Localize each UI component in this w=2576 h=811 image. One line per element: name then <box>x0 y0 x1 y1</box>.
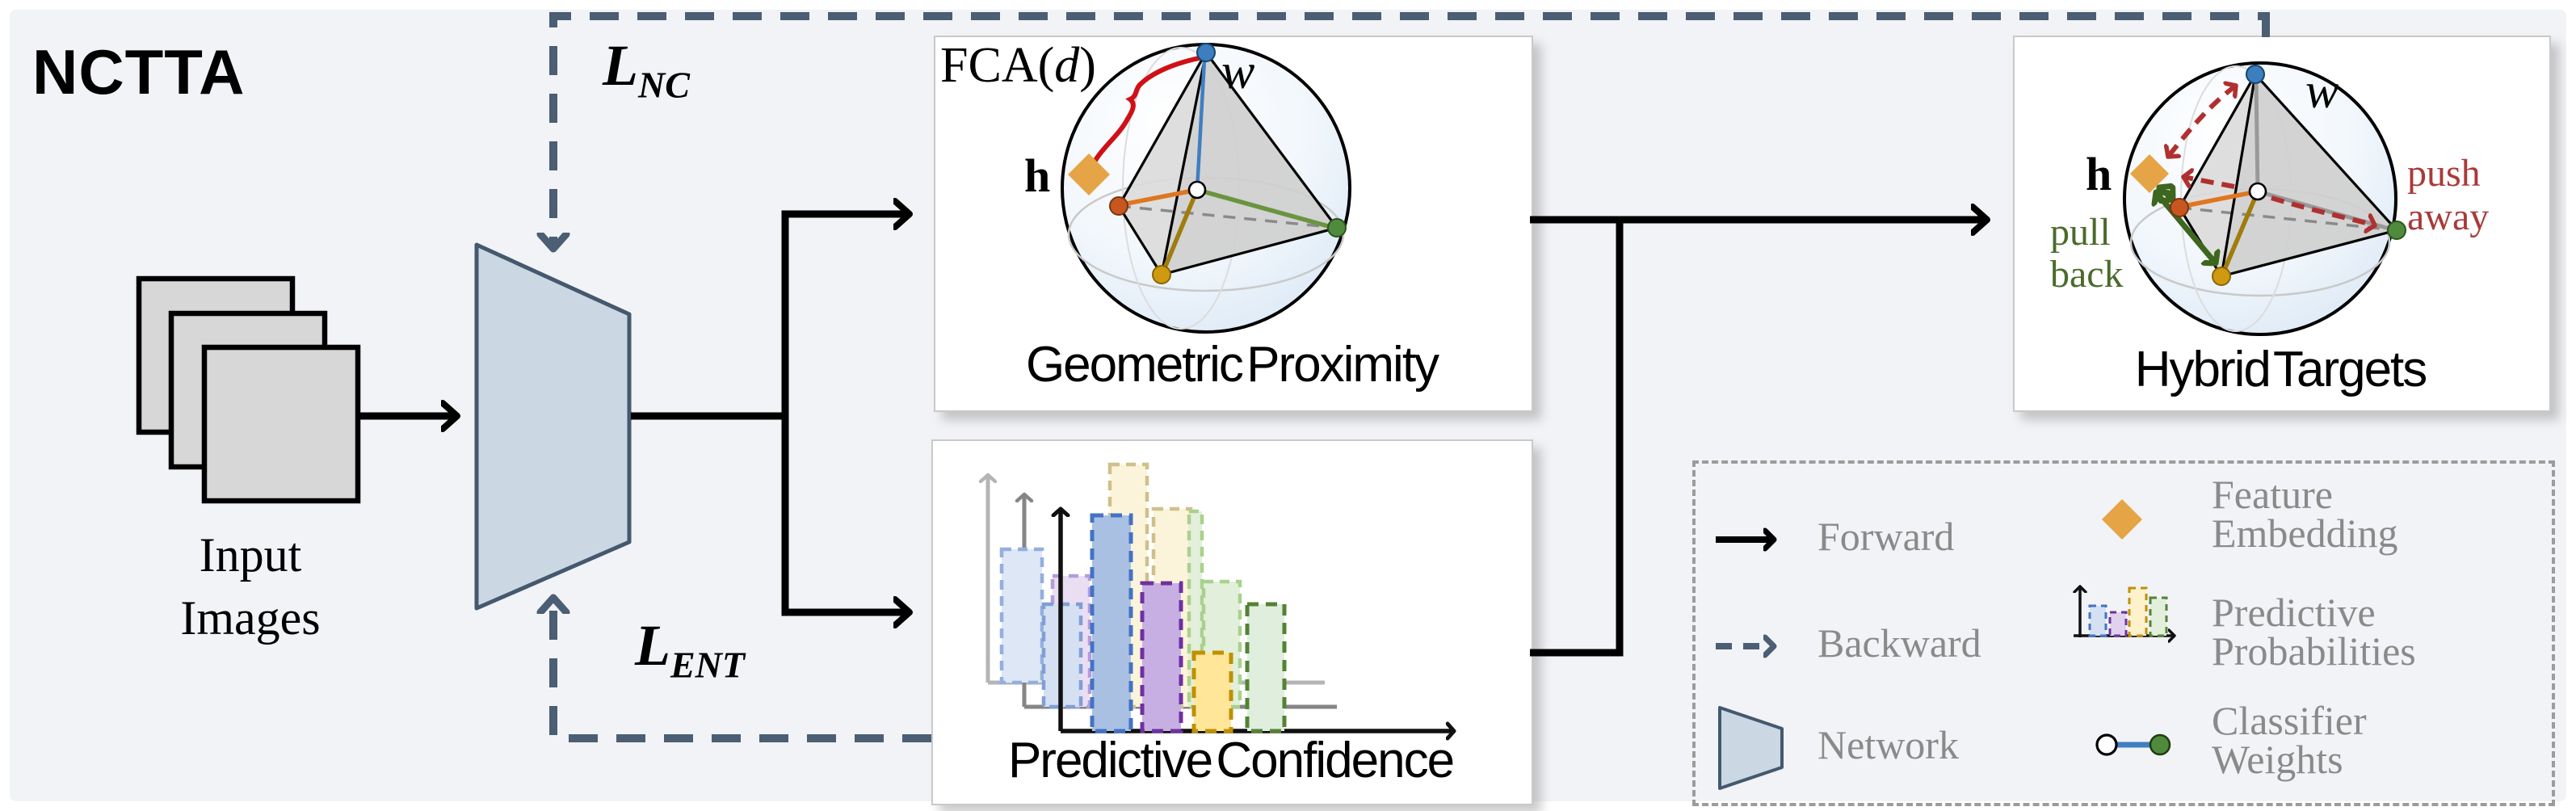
legend-icons <box>1716 499 2175 790</box>
predictive-confidence-plot <box>988 462 1454 733</box>
ht-h-label: h <box>2086 148 2112 200</box>
input-label-line1: Input <box>199 528 302 582</box>
classifier-weights-icon <box>2095 733 2171 756</box>
weight-spoke-orange <box>1122 187 1198 207</box>
simplex-center-dot <box>1187 180 1207 200</box>
simplex-face-right <box>1162 53 1337 275</box>
legend-probabilities-label: Predictive Probabilities <box>2212 590 2416 674</box>
classifier-dot-orange <box>1109 196 1128 216</box>
weight-spoke-green <box>1196 187 1332 229</box>
page-title: NCTTA <box>32 36 246 107</box>
hybrid-caption: Hybrid Targets <box>2134 342 2428 397</box>
predictive-probabilities-icon <box>2074 586 2175 637</box>
classifier-dot-green <box>2387 221 2406 240</box>
legend-weights-label: Classifier Weights <box>2212 698 2367 782</box>
push-away-label: push away <box>2407 152 2489 239</box>
legend-forward-label: Forward <box>1817 514 1955 559</box>
pull-line1: pull <box>2050 211 2111 254</box>
forward-connectors <box>359 214 1987 657</box>
legend-prob-line1: Predictive <box>2212 590 2376 635</box>
legend-feature-line2: Embedding <box>2212 511 2398 556</box>
gp-h-label: h <box>1024 149 1051 202</box>
weight-spoke-gold <box>2221 190 2260 273</box>
classifier-dot-gold <box>2212 267 2231 286</box>
loss-ent-label: LENT <box>635 612 745 683</box>
backward-path-lnc <box>553 12 2270 249</box>
weight-spoke-blue <box>1195 59 1207 191</box>
weight-spoke-gold <box>1162 188 1200 271</box>
input-image-front <box>201 344 361 504</box>
fca-distance-brace <box>1090 56 1201 168</box>
loss-nc-label: LNC <box>603 32 690 103</box>
gp-w-label: w <box>1221 44 1255 99</box>
pull-back-arrows <box>2156 187 2216 263</box>
line-confidence-merge <box>1530 220 1624 657</box>
fca-label: FCA(d) <box>940 37 1096 95</box>
geometric-caption: Geometric Proximity <box>1025 337 1439 393</box>
simplex-face-left <box>1119 53 1206 275</box>
loss-nc-sub: NC <box>637 64 690 106</box>
classifier-dot-green <box>1327 218 1347 237</box>
push-line2: away <box>2407 195 2490 238</box>
weight-spoke-blue-gray <box>2254 80 2260 192</box>
loss-ent-main: L <box>635 613 670 678</box>
feature-embedding-diamond <box>1068 153 1110 195</box>
classifier-dot-blue <box>1196 43 1216 62</box>
ht-w-label: w <box>2305 64 2339 119</box>
push-away-arrows <box>2168 86 2375 225</box>
probability-bars-front <box>1090 513 1287 733</box>
pull-back-label: pull back <box>2050 212 2124 296</box>
network-icon <box>1718 706 1784 790</box>
network-trapezoid <box>474 242 632 611</box>
classifier-dot-gold <box>1152 265 1171 284</box>
legend-prob-line2: Probabilities <box>2212 628 2416 674</box>
simplex-hidden-edge <box>1118 204 1338 229</box>
geometric-proximity-sphere <box>1061 43 1351 334</box>
simplex-edges <box>1117 52 1338 276</box>
legend-feature-label: Feature Embedding <box>2212 472 2398 556</box>
legend-weights-line2: Weights <box>2212 737 2343 782</box>
legend-feature-line1: Feature <box>2212 472 2333 517</box>
classifier-dot-orange <box>2170 198 2189 217</box>
push-line1: push <box>2407 152 2481 195</box>
feature-embedding-icon <box>2102 499 2142 540</box>
loss-ent-sub: ENT <box>670 644 745 686</box>
legend-backward-label: Backward <box>1817 620 1981 666</box>
fca-var: d <box>1054 38 1080 93</box>
simplex-hidden-edge <box>2179 206 2397 232</box>
input-images-label: Input Images <box>129 523 372 649</box>
hybrid-targets-sphere <box>2123 61 2406 336</box>
legend-weights-line1: Classifier <box>2212 698 2367 743</box>
legend-box <box>1692 460 2555 806</box>
pull-line2: back <box>2050 253 2124 296</box>
arrow-to-confidence-box <box>781 416 910 612</box>
loss-nc-main: L <box>603 33 638 98</box>
input-images-stack <box>136 275 361 504</box>
feature-embedding-diamond <box>2130 154 2169 193</box>
classifier-dot-blue <box>2246 65 2265 84</box>
confidence-caption: Predictive Confidence <box>1007 733 1455 788</box>
fca-suffix: ) <box>1079 38 1096 93</box>
legend-network-label: Network <box>1817 722 1959 767</box>
input-label-line2: Images <box>180 591 321 645</box>
simplex-center-dot <box>2248 182 2267 201</box>
arrow-to-geometric-box <box>781 214 910 416</box>
fca-prefix: FCA( <box>940 38 1055 93</box>
